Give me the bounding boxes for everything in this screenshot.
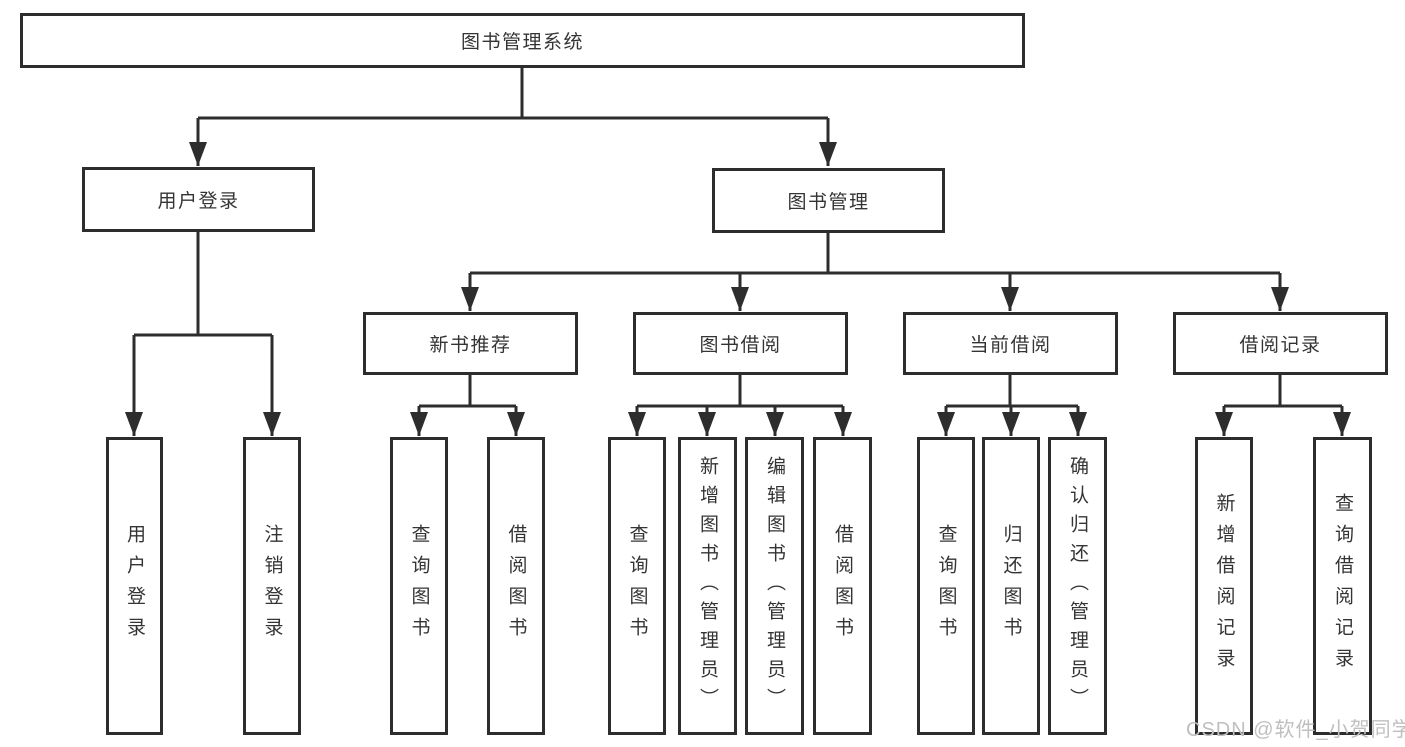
leaf-add-borrow-record: 新增借阅记录 [1195,437,1253,735]
node-new-book-recommend: 新书推荐 [363,312,578,375]
leaf-confirm-return-admin: 确认归还（管理员） [1048,437,1107,735]
node-current-borrow-label: 当前借阅 [969,335,1052,356]
node-root-label: 图书管理系统 [460,32,584,53]
leaf-query-books-3: 查询图书 [917,437,975,735]
leaf-confirm-return-admin-label: 确认归还（管理员） [1067,455,1088,717]
leaf-borrow-books-1: 借阅图书 [487,437,545,735]
leaf-borrow-books-2: 借阅图书 [813,437,872,735]
leaf-query-books-2-label: 查询图书 [626,524,648,648]
leaf-add-borrow-record-label: 新增借阅记录 [1213,493,1235,679]
leaf-borrow-books-1-label: 借阅图书 [505,524,527,648]
leaf-edit-books-admin-label: 编辑图书（管理员） [764,455,785,717]
node-current-borrow: 当前借阅 [903,312,1118,375]
leaf-logout-label: 注销登录 [261,524,283,648]
leaf-user-login: 用户登录 [106,437,163,735]
node-user-login-label: 用户登录 [157,191,240,212]
leaf-edit-books-admin: 编辑图书（管理员） [745,437,804,735]
node-new-book-recommend-label: 新书推荐 [429,335,512,356]
leaf-return-books: 归还图书 [982,437,1040,735]
leaf-query-books-1: 查询图书 [390,437,448,735]
leaf-query-borrow-record-label: 查询借阅记录 [1332,493,1353,679]
leaf-borrow-books-2-label: 借阅图书 [832,524,853,648]
node-book-borrow-label: 图书借阅 [699,335,782,356]
connector-skeleton [134,68,1342,408]
node-borrow-records-label: 借阅记录 [1239,335,1322,356]
leaf-query-borrow-record: 查询借阅记录 [1313,437,1372,735]
leaf-user-login-label: 用户登录 [124,524,145,648]
node-root: 图书管理系统 [20,13,1025,68]
leaf-add-books-admin-label: 新增图书（管理员） [697,455,718,717]
leaf-query-books-1-label: 查询图书 [408,524,430,648]
node-book-borrow: 图书借阅 [633,312,848,375]
leaf-query-books-3-label: 查询图书 [935,524,957,648]
node-borrow-records: 借阅记录 [1173,312,1388,375]
leaf-return-books-label: 归还图书 [1000,524,1022,648]
leaf-add-books-admin: 新增图书（管理员） [678,437,737,735]
node-user-login: 用户登录 [82,167,315,232]
node-book-management-label: 图书管理 [787,192,870,213]
leaf-query-books-2: 查询图书 [608,437,666,735]
node-book-management: 图书管理 [712,168,945,233]
csdn-watermark: CSDN @软件_小贺同学 [1186,719,1405,741]
leaf-logout: 注销登录 [243,437,301,735]
